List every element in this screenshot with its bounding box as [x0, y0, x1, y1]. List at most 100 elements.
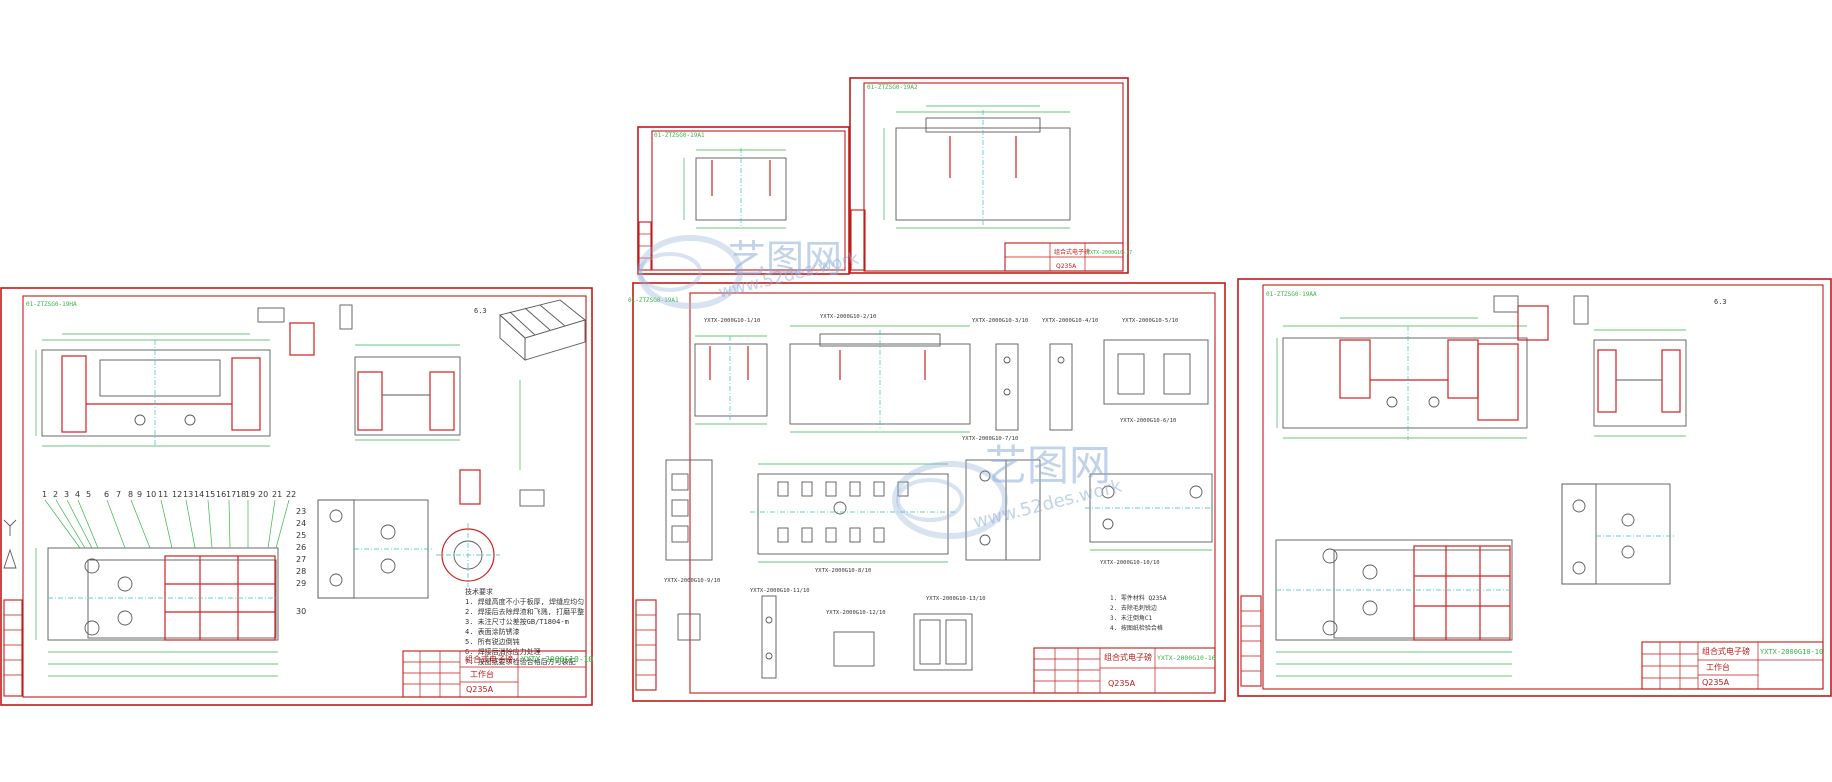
left-side-view — [354, 344, 461, 441]
center-row3-parts — [677, 595, 973, 679]
sheet-center-code-tag: 01-ZTZSG0-19A1 — [628, 297, 679, 304]
sheet-left-code-tag: 01-ZTZSG0-19HA — [26, 301, 77, 308]
callout-19: 19 — [245, 490, 255, 499]
callout-27: 27 — [296, 555, 306, 564]
callout-9: 9 — [137, 490, 142, 499]
sheet-right: 01-ZTZSG0-19AA — [1237, 278, 1832, 697]
left-tb-name: 组合式电子磅 — [465, 654, 513, 664]
callout-14: 14 — [194, 490, 204, 499]
right-front-view — [1276, 317, 1528, 440]
callout-28: 28 — [296, 567, 306, 576]
sheet-center: 01-ZTZSG0-19A1 — [628, 282, 1226, 702]
left-plan-view — [35, 547, 279, 677]
center-tb-material: Q235A — [1108, 679, 1136, 688]
callout-1: 1 — [42, 490, 47, 499]
center-row2-parts — [665, 459, 1215, 563]
right-plan-view — [1275, 539, 1513, 677]
right-side-view — [1493, 295, 1687, 437]
callout-4: 4 — [75, 490, 80, 499]
sheet-left-inner-frame — [22, 295, 587, 698]
sheet-mid-top-large: 01-ZTZSG0-19A2 组合式电子磅 YXTX-2000G10-17 Q2… — [849, 77, 1132, 274]
part-label-4: YXTX-2000G10-4/10 — [1042, 318, 1098, 324]
center-note-0: 1. 零件材料 Q235A — [1110, 594, 1167, 602]
center-title-block: 组合式电子磅 Q235A YXTX-2000G10-16 — [1033, 647, 1216, 694]
note-0: 技术要求 — [465, 587, 493, 596]
left-small-section — [257, 304, 353, 356]
left-detail-flange — [436, 380, 545, 587]
mid-large-tb-drawing-no: YXTX-2000G10-17 — [1087, 250, 1132, 256]
sheet-left-outer-frame — [0, 287, 593, 706]
note-5: 5. 所有锐边倒钝 — [465, 637, 520, 646]
note-1: 1. 焊缝高度不小于板厚, 焊缝应均匀 — [465, 597, 584, 606]
center-tb-drawing-no: YXTX-2000G10-16 — [1157, 654, 1216, 662]
part-label-1: YXTX-2000G10-1/10 — [704, 318, 760, 324]
callout-5: 5 — [86, 490, 91, 499]
sheet-right-code-tag: 01-ZTZSG0-19AA — [1266, 291, 1317, 298]
part-label-6: YXTX-2000G10-6/10 — [1120, 418, 1176, 424]
callout-21: 21 — [272, 490, 282, 499]
callout-8: 8 — [128, 490, 133, 499]
callout-30: 30 — [296, 607, 306, 616]
left-tb-drawing-no: YXTX-2000G10-10 — [521, 655, 593, 664]
left-callouts: 1 2 3 4 5 6 7 8 9 10 11 12 13 14 15 16 1… — [42, 490, 306, 616]
right-tb-material: Q235A — [1702, 678, 1730, 687]
left-front-view — [35, 333, 271, 447]
part-label-13: YXTX-2000G10-13/10 — [926, 596, 986, 602]
part-label-2: YXTX-2000G10-2/10 — [820, 314, 876, 320]
watermark-cn-text: 艺图网 — [728, 237, 842, 281]
sheet-mid-large-code-tag: 01-ZTZSG0-19A2 — [867, 84, 918, 91]
callout-22: 22 — [286, 490, 296, 499]
part-label-9: YXTX-2000G10-9/10 — [664, 578, 720, 584]
callout-3: 3 — [64, 490, 69, 499]
callout-11: 11 — [158, 490, 168, 499]
center-note-1: 2. 去除毛刺锐边 — [1110, 604, 1157, 612]
mid-large-title-block: 组合式电子磅 YXTX-2000G10-17 Q235A — [1004, 242, 1132, 272]
callout-12: 12 — [172, 490, 182, 499]
callout-6: 6 — [104, 490, 109, 499]
sheet-mid-small-code-tag: 01-ZTZSG0-19A1 — [654, 132, 705, 139]
mid-large-tb-material: Q235A — [1056, 263, 1077, 270]
callout-15: 15 — [205, 490, 215, 499]
part-label-7: YXTX-2000G10-7/10 — [962, 436, 1018, 442]
center-row1-parts — [694, 325, 1209, 433]
callout-26: 26 — [296, 543, 306, 552]
callout-13: 13 — [183, 490, 193, 499]
sheet-mid-top-small: 01-ZTZSG0-19A1 — [637, 126, 866, 275]
callout-2: 2 — [53, 490, 58, 499]
center-part-labels: YXTX-2000G10-1/10 YXTX-2000G10-2/10 YXTX… — [664, 314, 1178, 616]
part-label-10: YXTX-2000G10-10/10 — [1100, 560, 1160, 566]
center-tb-name: 组合式电子磅 — [1104, 652, 1152, 662]
left-title-block: 组合式电子磅 工作台 Q235A YXTX-2000G10-10 — [402, 650, 593, 698]
callout-23: 23 — [296, 507, 306, 516]
part-label-8: YXTX-2000G10-8/10 — [815, 568, 871, 574]
left-roughness: 6.3 — [474, 307, 487, 315]
callout-25: 25 — [296, 531, 306, 540]
callout-16: 16 — [216, 490, 226, 499]
callout-20: 20 — [258, 490, 268, 499]
left-side-strip — [3, 519, 23, 697]
part-label-12: YXTX-2000G10-12/10 — [826, 610, 886, 616]
callout-29: 29 — [296, 579, 306, 588]
note-7: 7. 按图纸要求检验合格后方可装配 — [465, 657, 576, 666]
sheet-left: 01-ZTZSG0-19HA — [0, 287, 593, 706]
left-tb-sub: 工作台 — [470, 669, 494, 679]
left-tb-material: Q235A — [466, 685, 494, 694]
callout-17: 17 — [226, 490, 236, 499]
callout-10: 10 — [146, 490, 156, 499]
watermark-top: 艺图网 www.52des.work — [637, 235, 861, 309]
callout-7: 7 — [116, 490, 121, 499]
right-plate-view — [1561, 483, 1674, 585]
note-3: 3. 未注尺寸公差按GB/T1804-m — [465, 617, 569, 626]
right-roughness: 6.3 — [1714, 298, 1727, 306]
note-2: 2. 焊接后去除焊渣和飞溅, 打磨平整 — [465, 607, 584, 616]
part-label-11: YXTX-2000G10-11/10 — [750, 588, 810, 594]
center-notes: 1. 零件材料 Q235A 2. 去除毛刺锐边 3. 未注倒角C1 4. 按图纸… — [1110, 594, 1167, 632]
right-title-block: 组合式电子磅 工作台 Q235A YXTX-2000G10-10 — [1641, 641, 1824, 690]
callout-18: 18 — [236, 490, 246, 499]
right-tb-name: 组合式电子磅 — [1702, 646, 1750, 656]
center-note-2: 3. 未注倒角C1 — [1110, 614, 1152, 622]
note-4: 4. 表面涂防锈漆 — [465, 627, 520, 636]
watermark-cn-text-2: 艺图网 — [985, 441, 1111, 490]
center-note-3: 4. 按图纸检验合格 — [1110, 624, 1163, 632]
